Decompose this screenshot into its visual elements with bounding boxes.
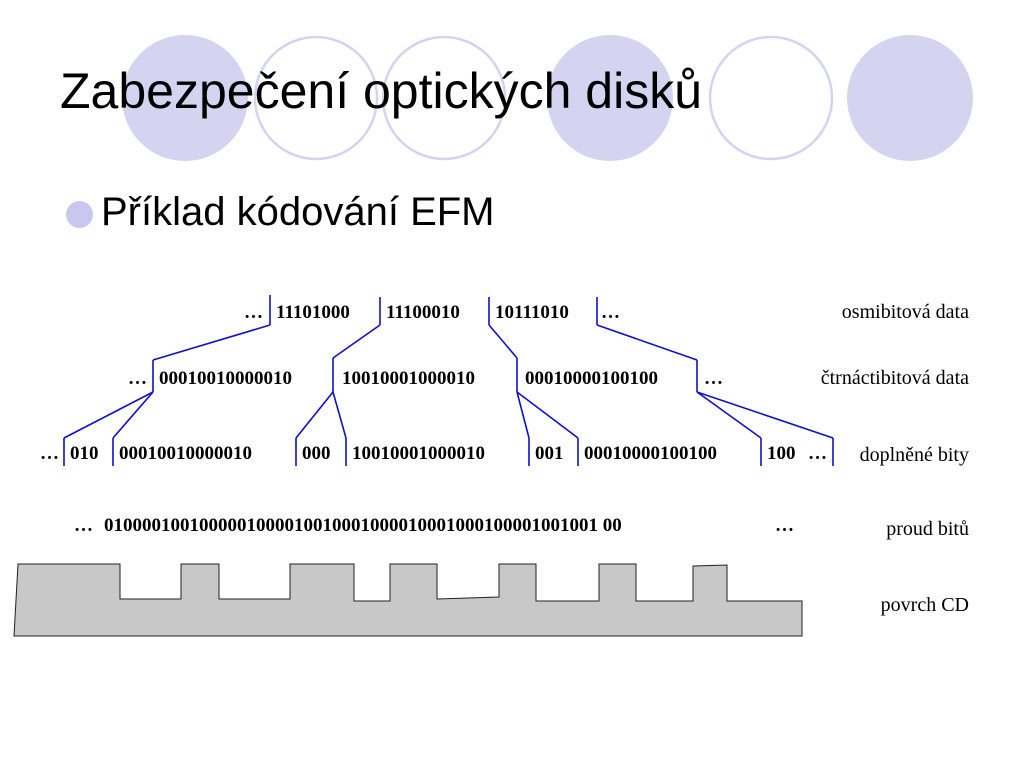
bullet-text: Příklad kódování EFM [101, 190, 495, 234]
row1-group-1: 11101000 [276, 302, 350, 323]
row3-merge-3: 001 [535, 443, 564, 464]
row1-label: osmibitová data [842, 301, 969, 323]
bullet-dot-icon [66, 201, 93, 228]
row4-label: proud bitů [886, 518, 969, 540]
row3-merge-1: 010 [70, 443, 99, 464]
deco-circle-outline-1 [253, 35, 379, 161]
row3-group-3: 00010000100100 [584, 443, 717, 464]
deco-circle-filled-2 [547, 35, 673, 161]
row3-merge-4: 100 [767, 443, 796, 464]
row3-group-2: 10010001000010 [352, 443, 485, 464]
deco-circle-outline-3 [708, 35, 834, 161]
row4-bit-stream: 0100001001000001000010010001000010001000… [104, 515, 622, 536]
row2-ellipsis-right: … [704, 368, 723, 389]
row1-group-3: 10111010 [495, 302, 569, 323]
row3-group-1: 00010010000010 [119, 443, 252, 464]
row3-ellipsis-right: … [808, 443, 827, 464]
row2-label: čtrnáctibitová data [821, 367, 969, 389]
row-fourteen-bit: … 00010010000010 10010001000010 00010000… [128, 367, 969, 389]
row-padded: … 010 00010010000010 000 10010001000010 … [40, 443, 969, 466]
row5-label: povrch CD [881, 594, 969, 616]
row3-ellipsis-left: … [40, 443, 59, 464]
row-eight-bit: … 11101000 11100010 10111010 … osmibitov… [244, 301, 969, 323]
slide-title: Zabezpečení optických disků [60, 63, 703, 119]
row1-ellipsis-left: … [244, 302, 263, 323]
row4-ellipsis-right: … [775, 515, 794, 536]
row3-label: doplněné bity [860, 444, 969, 466]
row1-group-2: 11100010 [386, 302, 460, 323]
row2-ellipsis-left: … [128, 368, 147, 389]
row3-merge-2: 000 [302, 443, 331, 464]
row4-ellipsis-left: … [74, 515, 93, 536]
cd-surface-profile [13, 563, 803, 637]
row2-group-1: 00010010000010 [159, 368, 292, 389]
row-stream: … 01000010010000010000100100010000100010… [74, 515, 969, 540]
row2-group-3: 00010000100100 [525, 368, 658, 389]
deco-circle-outline-2 [381, 35, 507, 161]
connector-lines [63, 295, 834, 466]
deco-circle-filled-3 [847, 35, 973, 161]
row2-group-2: 10010001000010 [342, 368, 475, 389]
row1-ellipsis-right: … [601, 302, 620, 323]
deco-circle-filled-1 [122, 35, 248, 161]
bullet-item: Příklad kódování EFM [66, 190, 495, 235]
